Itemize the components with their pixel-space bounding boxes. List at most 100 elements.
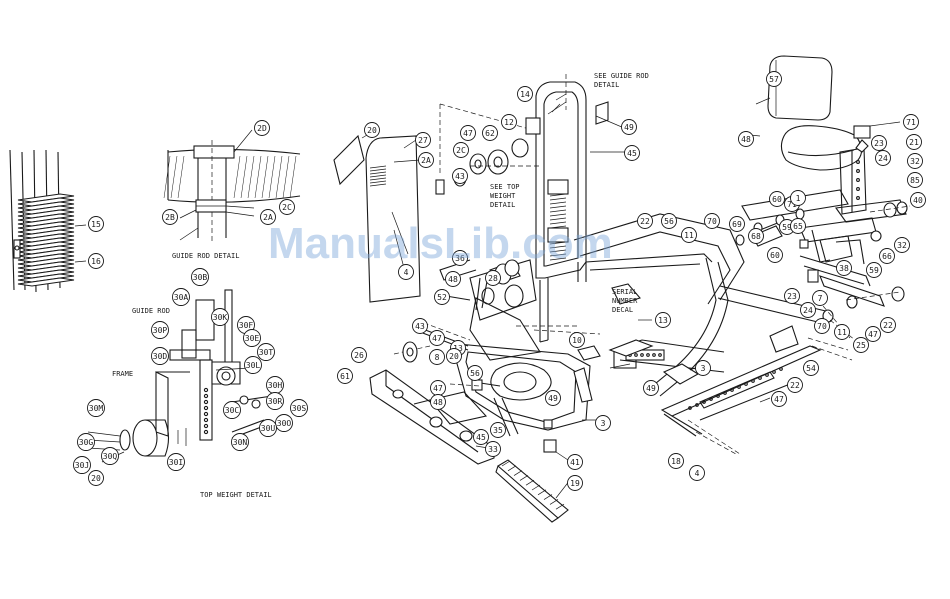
part-callout: 30N: [231, 433, 249, 451]
part-callout: 30C: [223, 401, 241, 419]
svg-text:59: 59: [782, 223, 792, 232]
part-callout: 69: [729, 216, 745, 232]
svg-text:14: 14: [520, 90, 530, 99]
part-callout: 30P: [151, 321, 169, 339]
svg-text:21: 21: [909, 138, 919, 147]
svg-text:48: 48: [433, 398, 443, 407]
svg-text:57: 57: [769, 75, 779, 84]
svg-text:18: 18: [671, 457, 681, 466]
svg-text:60: 60: [770, 251, 780, 260]
part-callout: 47: [771, 391, 787, 407]
svg-text:32: 32: [897, 241, 907, 250]
part-callout: 4: [398, 264, 414, 280]
svg-text:52: 52: [437, 293, 447, 302]
part-callout: 85: [907, 172, 923, 188]
svg-text:30L: 30L: [246, 361, 261, 370]
svg-text:30N: 30N: [233, 438, 248, 447]
svg-text:30F: 30F: [239, 321, 254, 330]
top-weight-detail-title: TOP WEIGHT DETAIL: [200, 491, 272, 499]
part-callout: 10: [569, 332, 585, 348]
part-callout: 28: [485, 270, 501, 286]
part-callout: 14: [517, 86, 533, 102]
svg-text:33: 33: [488, 445, 498, 454]
svg-text:20: 20: [367, 126, 377, 135]
svg-text:28: 28: [488, 274, 498, 283]
part-callout: 23: [871, 135, 887, 151]
svg-text:3: 3: [701, 364, 706, 373]
svg-text:23: 23: [787, 292, 797, 301]
part-callout: 43: [452, 168, 468, 184]
part-callout: 4: [689, 465, 705, 481]
part-callout: 21: [906, 134, 922, 150]
svg-text:35: 35: [493, 426, 503, 435]
part-callout: 15: [88, 216, 104, 232]
svg-text:45: 45: [476, 433, 486, 442]
svg-text:30B: 30B: [193, 273, 208, 282]
svg-text:85: 85: [910, 176, 920, 185]
svg-text:38: 38: [839, 264, 849, 273]
part-callout: 36: [452, 250, 468, 266]
part-callout: 62: [482, 125, 498, 141]
part-callout: 49: [545, 390, 561, 406]
part-callout: 30U: [259, 419, 277, 437]
part-callout: 68: [748, 228, 764, 244]
svg-text:23: 23: [874, 139, 884, 148]
part-callout: 16: [88, 253, 104, 269]
see-top-line1: SEE TOP: [490, 183, 520, 191]
svg-text:7: 7: [818, 294, 823, 303]
part-callout: 24: [875, 150, 891, 166]
svg-text:2C: 2C: [282, 203, 292, 212]
svg-text:49: 49: [624, 123, 634, 132]
svg-text:56: 56: [664, 217, 674, 226]
part-callout: 19: [567, 475, 583, 491]
svg-text:30A: 30A: [174, 293, 189, 302]
svg-text:56: 56: [470, 369, 480, 378]
svg-text:30U: 30U: [261, 424, 276, 433]
svg-text:30T: 30T: [259, 348, 274, 357]
svg-text:47: 47: [774, 395, 784, 404]
svg-text:59: 59: [869, 266, 879, 275]
weight-stack-art: [9, 149, 87, 293]
part-callout: 18: [668, 453, 684, 469]
svg-text:25: 25: [856, 341, 866, 350]
svg-text:47: 47: [868, 330, 878, 339]
svg-text:70: 70: [817, 322, 827, 331]
part-callout: 30D: [151, 347, 169, 365]
svg-text:24: 24: [803, 306, 813, 315]
svg-text:30K: 30K: [213, 313, 228, 322]
annotations: SEE GUIDE ROD DETAIL SEE TOP WEIGHT DETA…: [112, 72, 649, 499]
part-callout: 60: [769, 191, 785, 207]
svg-text:68: 68: [751, 232, 761, 241]
svg-text:30C: 30C: [225, 406, 240, 415]
part-callout: 2A: [418, 152, 434, 168]
svg-text:60: 60: [772, 195, 782, 204]
svg-text:48: 48: [448, 275, 458, 284]
part-callout: 11: [681, 227, 697, 243]
svg-text:24: 24: [878, 154, 888, 163]
part-callout: 66: [879, 248, 895, 264]
part-callout: 59: [866, 262, 882, 278]
svg-text:30O: 30O: [277, 419, 292, 428]
part-callout: 30H: [266, 376, 284, 394]
svg-text:13: 13: [453, 344, 463, 353]
part-callout: 30T: [257, 343, 275, 361]
svg-text:11: 11: [684, 231, 694, 240]
part-callout: 43: [412, 318, 428, 334]
part-callout: 30G: [77, 433, 95, 451]
part-callout: 49: [643, 380, 659, 396]
svg-text:40: 40: [913, 196, 923, 205]
part-callout: 30K: [211, 308, 229, 326]
part-callout: 23: [784, 288, 800, 304]
svg-text:8: 8: [435, 353, 440, 362]
part-callout: 30L: [244, 356, 262, 374]
svg-text:2A: 2A: [421, 156, 431, 165]
part-callout: 8: [429, 349, 445, 365]
part-callout: 26: [351, 347, 367, 363]
main-frame-art: [333, 74, 853, 523]
svg-text:30H: 30H: [268, 381, 283, 390]
callouts: 15162D2B2C2A30B30A30K30F30P30E30L30T30D3…: [73, 71, 926, 491]
svg-text:47: 47: [463, 129, 473, 138]
part-callout: 54: [803, 360, 819, 376]
svg-text:2B: 2B: [165, 213, 175, 222]
